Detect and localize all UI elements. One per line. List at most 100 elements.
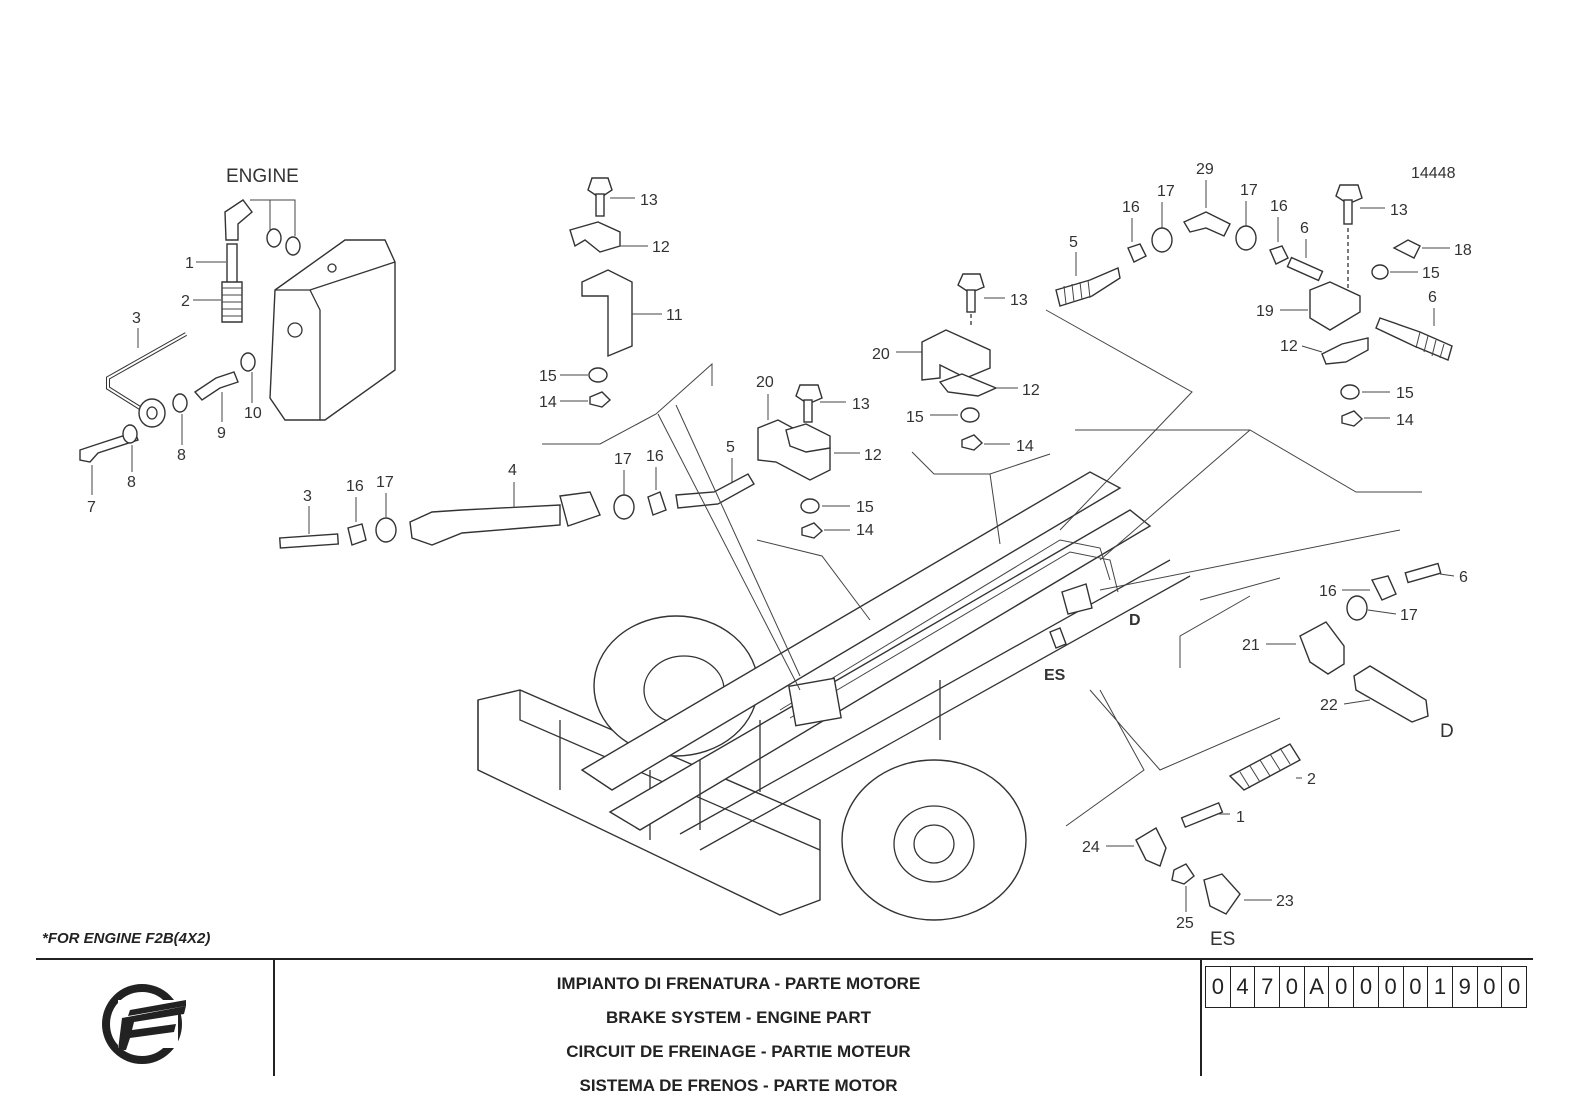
svg-text:14: 14 <box>1396 412 1414 429</box>
code-digit: 0 <box>1402 967 1428 1007</box>
elbow-21 <box>1299 621 1345 675</box>
code-digit: 0 <box>1353 967 1378 1007</box>
svg-text:6: 6 <box>1459 569 1468 586</box>
code-digit: 0 <box>1279 967 1304 1007</box>
detail-es-marker: ES <box>1044 667 1066 684</box>
code-digit: 0 <box>1205 967 1230 1007</box>
engine-label: ENGINE <box>226 166 299 187</box>
svg-text:16: 16 <box>1122 199 1140 216</box>
spring-hose <box>1055 267 1121 307</box>
detail-d-marker: D <box>1129 612 1141 629</box>
hose-pipe <box>226 243 238 285</box>
elbow-fitting <box>224 199 253 241</box>
svg-text:16: 16 <box>346 478 364 495</box>
title-french: CIRCUIT DE FREINAGE - PARTIE MOTEUR <box>566 1042 911 1061</box>
brake-hose <box>409 504 561 546</box>
svg-text:5: 5 <box>1069 234 1078 251</box>
svg-text:13: 13 <box>640 192 658 209</box>
svg-text:15: 15 <box>1396 385 1414 402</box>
bolt <box>79 431 139 463</box>
svg-text:18: 18 <box>1454 242 1472 259</box>
svg-text:17: 17 <box>1240 182 1258 199</box>
code-digit: 9 <box>1451 967 1477 1007</box>
svg-text:14: 14 <box>856 522 874 539</box>
svg-text:15: 15 <box>539 368 557 385</box>
svg-text:15: 15 <box>1422 265 1440 282</box>
exploded-parts-diagram: ENGINE 14448 1 2 3 7 8 8 9 10 3 16 17 4 … <box>36 161 1533 960</box>
svg-text:11: 11 <box>666 307 683 324</box>
svg-text:13: 13 <box>1010 292 1028 309</box>
svg-text:14: 14 <box>1016 438 1034 455</box>
code-digit: 0 <box>1501 967 1527 1007</box>
svg-text:3: 3 <box>303 488 312 505</box>
svg-text:25: 25 <box>1176 915 1194 932</box>
detail-es-title: ES <box>1210 929 1235 950</box>
svg-text:14: 14 <box>539 394 557 411</box>
svg-text:16: 16 <box>1270 198 1288 215</box>
code-digit: 0 <box>1328 967 1353 1007</box>
svg-text:17: 17 <box>614 451 632 468</box>
svg-text:29: 29 <box>1196 161 1214 178</box>
svg-text:19: 19 <box>1256 303 1274 320</box>
svg-text:16: 16 <box>646 448 664 465</box>
pipe-5 <box>675 473 755 509</box>
svg-text:15: 15 <box>906 409 924 426</box>
svg-text:15: 15 <box>856 499 874 516</box>
svg-text:4: 4 <box>508 462 517 479</box>
code-digit: 4 <box>1229 967 1255 1007</box>
title-italian: IMPIANTO DI FRENATURA - PARTE MOTORE <box>556 974 921 993</box>
svg-text:23: 23 <box>1276 893 1294 910</box>
svg-text:6: 6 <box>1428 289 1437 306</box>
svg-text:2: 2 <box>1307 771 1316 788</box>
svg-text:17: 17 <box>376 474 394 491</box>
title-block <box>36 958 1533 1076</box>
svg-text:17: 17 <box>1400 607 1418 624</box>
svg-text:6: 6 <box>1300 220 1309 237</box>
adapter-22 <box>1353 665 1429 723</box>
svg-text:22: 22 <box>1320 697 1338 714</box>
svg-text:12: 12 <box>652 239 670 256</box>
svg-text:13: 13 <box>852 396 870 413</box>
svg-text:1: 1 <box>185 255 194 272</box>
code-digit: 7 <box>1254 967 1279 1007</box>
svg-text:12: 12 <box>1022 382 1040 399</box>
drawing-id: 14448 <box>1411 165 1456 182</box>
brake-valve <box>788 677 842 727</box>
detail-d-title: D <box>1440 721 1454 742</box>
svg-text:9: 9 <box>217 425 226 442</box>
svg-text:24: 24 <box>1082 839 1100 856</box>
svg-text:12: 12 <box>864 447 882 464</box>
svg-text:21: 21 <box>1242 637 1260 654</box>
svg-text:8: 8 <box>127 474 136 491</box>
engine-footnote: *FOR ENGINE F2B(4X2) <box>42 930 211 947</box>
svg-text:1: 1 <box>1236 809 1245 826</box>
svg-text:20: 20 <box>756 374 774 391</box>
code-digit: 0 <box>1476 967 1502 1007</box>
svg-text:20: 20 <box>872 346 890 363</box>
code-digit: 0 <box>1377 967 1403 1007</box>
spring-guard-es <box>1228 743 1301 791</box>
svg-text:10: 10 <box>244 405 262 422</box>
vehicle-chassis <box>477 471 1191 921</box>
washer <box>285 236 301 256</box>
svg-text:12: 12 <box>1280 338 1298 355</box>
code-digit: A <box>1303 967 1329 1007</box>
svg-text:3: 3 <box>132 310 141 327</box>
pipe-3 <box>278 533 340 549</box>
svg-text:2: 2 <box>181 293 190 310</box>
engine-block <box>269 239 396 421</box>
svg-text:5: 5 <box>726 439 735 456</box>
svg-text:17: 17 <box>1157 183 1175 200</box>
svg-text:16: 16 <box>1319 583 1337 600</box>
drawing-code: 0 4 7 0 A 0 0 0 0 1 9 0 0 <box>1205 966 1527 1008</box>
title-english: BRAKE SYSTEM - ENGINE PART <box>605 1008 872 1027</box>
title-spanish: SISTEMA DE FRENOS - PARTE MOTOR <box>579 1076 898 1095</box>
svg-text:8: 8 <box>177 447 186 464</box>
banjo-fitting <box>138 398 166 428</box>
svg-text:7: 7 <box>87 499 96 516</box>
code-digit: 1 <box>1427 967 1452 1007</box>
svg-text:13: 13 <box>1390 202 1408 219</box>
nut <box>266 228 282 248</box>
company-logo <box>102 984 186 1064</box>
adapter-fitting <box>193 371 239 401</box>
